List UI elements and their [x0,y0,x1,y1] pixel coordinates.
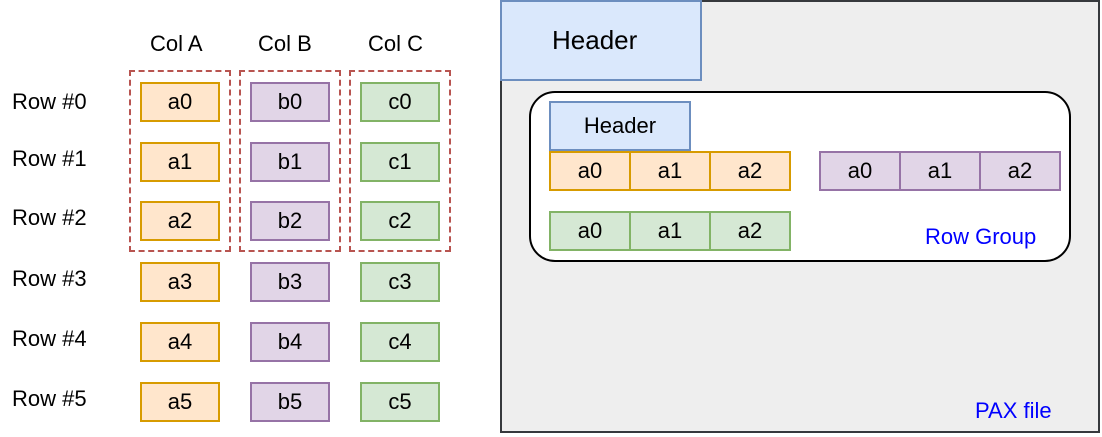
cell-c5: c5 [360,382,440,422]
row-label-5: Row #5 [12,386,87,411]
dashed-column-group-c [349,70,451,252]
cell-c4: c4 [360,322,440,362]
row-group-label: Row Group [925,224,1037,249]
dashed-column-group-a [129,70,231,252]
cell-a3: a3 [140,262,220,302]
cell-a2: a2 [140,201,220,241]
pax-file-header-label: Header [552,25,638,55]
column-header-b: Col B [258,31,312,56]
cell-b4: b4 [250,322,330,362]
cell-c0: c0 [360,82,440,122]
strip-orange-cell-2: a2 [709,151,791,191]
strip-purple-cell-0: a0 [819,151,901,191]
strip-orange-cell-0: a0 [549,151,631,191]
row-group-header: Header [549,101,691,151]
cell-c2: c2 [360,201,440,241]
row-label-1: Row #1 [12,146,87,171]
strip-green-cell-1: a1 [629,211,711,251]
cell-c3: c3 [360,262,440,302]
strip-orange-cell-1: a1 [629,151,711,191]
cell-b5: b5 [250,382,330,422]
strip-green-cell-0: a0 [549,211,631,251]
pax-file-label: PAX file [975,398,1052,423]
row-label-3: Row #3 [12,266,87,291]
strip-purple-cell-1: a1 [899,151,981,191]
row-group-header-label: Header [583,113,657,138]
cell-b3: b3 [250,262,330,302]
strip-purple-cell-2: a2 [979,151,1061,191]
cell-b0: b0 [250,82,330,122]
dashed-column-group-b [239,70,341,252]
row-label-2: Row #2 [12,205,87,230]
cell-b2: b2 [250,201,330,241]
cell-a0: a0 [140,82,220,122]
column-header-c: Col C [368,31,424,56]
strip-green-cell-2: a2 [709,211,791,251]
cell-a1: a1 [140,142,220,182]
cell-c1: c1 [360,142,440,182]
cell-a5: a5 [140,382,220,422]
row-label-0: Row #0 [12,89,87,114]
row-label-4: Row #4 [12,326,87,351]
column-header-a: Col A [150,31,203,56]
cell-b1: b1 [250,142,330,182]
pax-file-header: Header [500,0,702,81]
cell-a4: a4 [140,322,220,362]
